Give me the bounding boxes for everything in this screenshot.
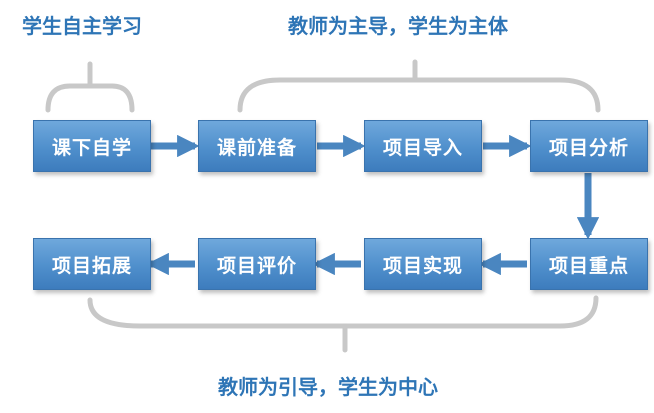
bracket-self-study (45, 83, 135, 113)
step-box-project-intro: 项目导入 (364, 120, 482, 172)
step-box-class-prep: 课前准备 (198, 120, 316, 172)
step-box-project-extension: 项目拓展 (33, 238, 151, 290)
label-teacher-lead: 教师为主导，学生为主体 (288, 14, 508, 38)
bracket-teacher-guide (87, 295, 599, 329)
label-teacher-guide: 教师为引导，学生为中心 (218, 375, 438, 399)
step-box-project-analysis: 项目分析 (530, 120, 648, 172)
bracket-teacher-lead (237, 77, 601, 113)
step-box-project-evaluation: 项目评价 (198, 238, 316, 290)
step-box-self-study: 课下自学 (33, 120, 151, 172)
step-box-project-implementation: 项目实现 (364, 238, 482, 290)
label-self-study: 学生自主学习 (22, 14, 142, 38)
step-box-project-focus: 项目重点 (530, 238, 648, 290)
